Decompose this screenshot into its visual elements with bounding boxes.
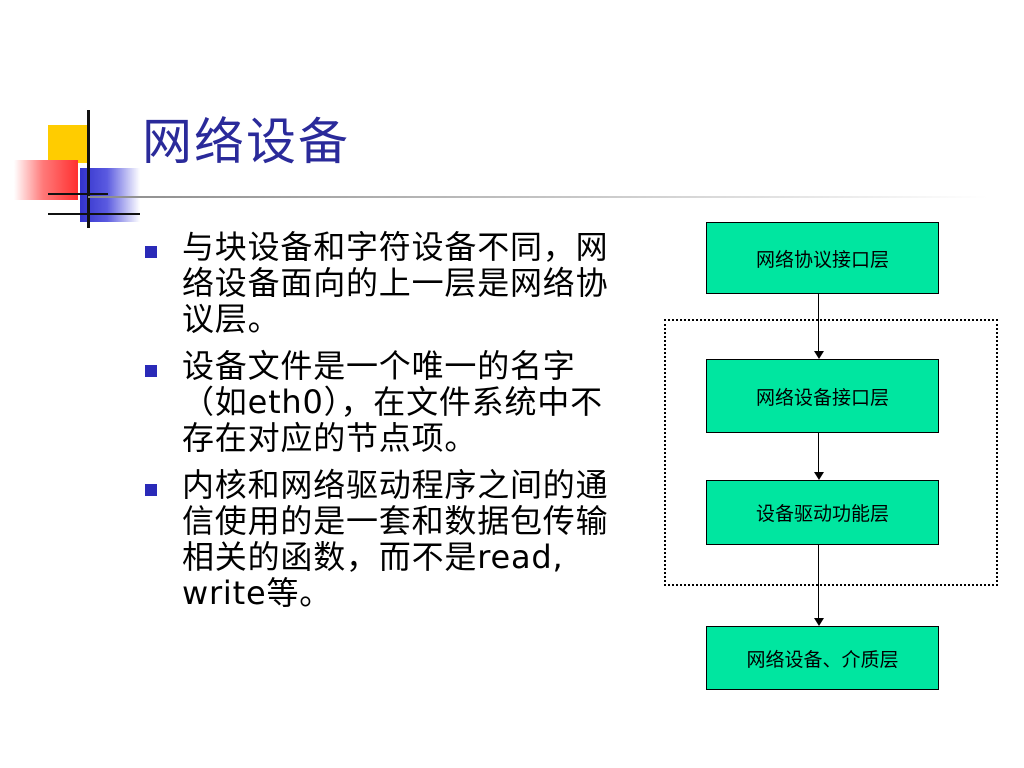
square-bullet-icon (145, 484, 157, 496)
bullet-text: 内核和网络驱动程序之间的通信使用的是一套和数据包传输相关的函数，而不是read,… (182, 466, 609, 612)
square-bullet-icon (145, 365, 157, 377)
layer-box-driver-function: 设备驱动功能层 (706, 480, 939, 545)
layer-label: 网络设备接口层 (755, 386, 889, 409)
layer-box-media: 网络设备、介质层 (706, 626, 939, 690)
bullet-item: 与块设备和字符设备不同，网络设备面向的上一层是网络协议层。 (145, 229, 650, 337)
bullet-item: 内核和网络驱动程序之间的通信使用的是一套和数据包传输相关的函数，而不是read,… (145, 467, 650, 611)
layer-label: 网络设备、介质层 (746, 648, 899, 671)
bullet-text: 设备文件是一个唯一的名字（如eth0），在文件系统中不存在对应的节点项。 (182, 347, 603, 457)
title-underline (88, 196, 988, 198)
bullet-item: 设备文件是一个唯一的名字（如eth0），在文件系统中不存在对应的节点项。 (145, 348, 650, 456)
layer-box-protocol-interface: 网络协议接口层 (706, 222, 939, 294)
layer-label: 设备驱动功能层 (755, 503, 889, 525)
square-bullet-icon (145, 246, 157, 258)
layer-label: 网络协议接口层 (755, 248, 889, 271)
arrow-down-icon (814, 618, 824, 626)
bullet-text: 与块设备和字符设备不同，网络设备面向的上一层是网络协议层。 (182, 228, 609, 338)
arrow-down-icon (814, 472, 824, 480)
layer-box-device-interface: 网络设备接口层 (706, 359, 939, 433)
slide-title: 网络设备 (142, 113, 350, 171)
arrow-line (818, 433, 819, 472)
decor-horizontal-line (48, 213, 140, 215)
decor-yellow-square (48, 125, 88, 163)
arrow-down-icon (814, 351, 824, 359)
bullet-list: 与块设备和字符设备不同，网络设备面向的上一层是网络协议层。 设备文件是一个唯一的… (145, 229, 650, 622)
arrow-line (818, 294, 819, 351)
decor-vertical-line (87, 110, 90, 228)
driver-layers-frame (664, 319, 998, 586)
arrow-line (818, 545, 819, 618)
decor-horizontal-line (48, 193, 108, 195)
